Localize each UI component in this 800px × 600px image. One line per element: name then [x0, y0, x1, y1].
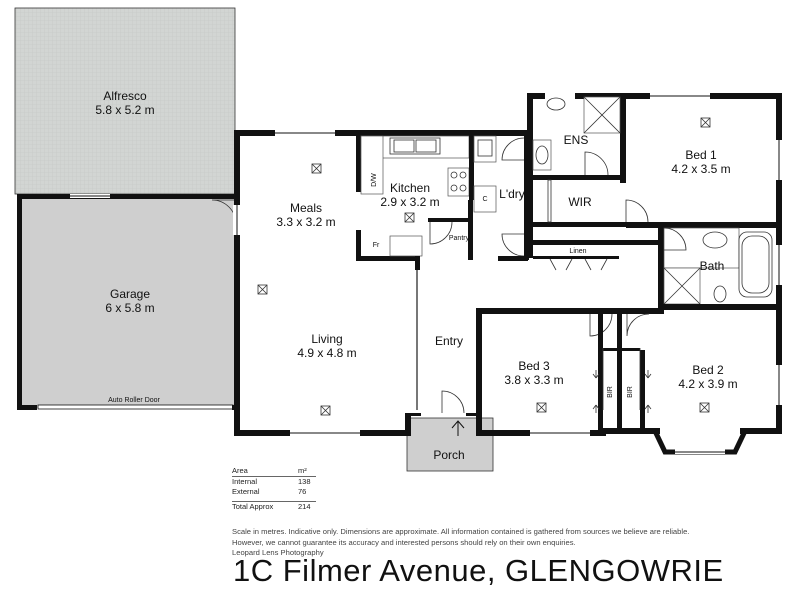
- kitchen-dims: 2.9 x 3.2 m: [380, 195, 439, 209]
- total-label: Total Approx: [232, 502, 274, 511]
- disclaimer-line-1: Scale in metres. Indicative only. Dimens…: [232, 527, 690, 536]
- internal-label: Internal: [232, 477, 258, 486]
- bir-label-left: BIR: [607, 386, 614, 398]
- linen-label: Linen: [569, 248, 586, 255]
- wir-label: WIR: [568, 195, 592, 209]
- area-row-total: Total Approx 214: [232, 501, 316, 512]
- garage-label: Garage: [110, 287, 150, 301]
- area-header-unit: m²: [298, 466, 307, 475]
- bed2-label: Bed 2: [692, 363, 724, 377]
- living-label: Living: [311, 332, 342, 346]
- interior-walls: [356, 93, 782, 433]
- internal-value: 138: [298, 477, 311, 486]
- area-header-label: Area: [232, 466, 248, 475]
- ensuite-label: ENS: [564, 133, 589, 147]
- bed1-label: Bed 1: [685, 148, 717, 162]
- external-label: External: [232, 487, 260, 496]
- laundry-label: L'dry: [499, 187, 525, 201]
- meals-label: Meals: [290, 201, 322, 215]
- alfresco-area: [14, 7, 236, 195]
- area-table: Area m² Internal 138 External 76 Total A…: [232, 466, 316, 512]
- fridge-label: Fr: [373, 242, 380, 249]
- disclaimer-line-3: Leopard Lens Photography: [232, 548, 324, 557]
- disclaimer: Scale in metres. Indicative only. Dimens…: [232, 527, 792, 559]
- bed2-dims: 4.2 x 3.9 m: [678, 377, 737, 391]
- living-dims: 4.9 x 4.8 m: [297, 346, 356, 360]
- area-row-internal: Internal 138: [232, 477, 316, 487]
- external-value: 76: [298, 487, 307, 496]
- property-address: 1C Filmer Avenue, GLENGOWRIE: [233, 553, 724, 588]
- meals-dims: 3.3 x 3.2 m: [276, 215, 335, 229]
- total-value: 214: [298, 502, 311, 511]
- dishwasher-label: D/W: [371, 173, 378, 187]
- bath-label: Bath: [700, 259, 725, 273]
- ceiling-lights: [257, 117, 711, 416]
- porch-label: Porch: [433, 448, 464, 462]
- bed3-label: Bed 3: [518, 359, 550, 373]
- garage-area: [17, 194, 238, 410]
- alfresco-dims: 5.8 x 5.2 m: [95, 103, 154, 117]
- disclaimer-line-2: However, we cannot guarantee its accurac…: [232, 537, 576, 547]
- room-labels: Alfresco 5.8 x 5.2 m Garage 6 x 5.8 m Au…: [95, 89, 737, 462]
- auto-roller-door-label: Auto Roller Door: [108, 397, 160, 404]
- pantry-label: Pantry: [449, 235, 470, 242]
- area-row-external: External 76: [232, 487, 316, 497]
- alfresco-label: Alfresco: [103, 89, 147, 103]
- area-table-header: Area m²: [232, 466, 316, 477]
- garage-dims: 6 x 5.8 m: [105, 301, 154, 315]
- cupboard-label: C: [482, 196, 487, 203]
- bed3-dims: 3.8 x 3.3 m: [504, 373, 563, 387]
- bed1-dims: 4.2 x 3.5 m: [671, 162, 730, 176]
- house-walls: [233, 93, 782, 455]
- entry-label: Entry: [435, 334, 463, 348]
- bir-label-right: BIR: [627, 386, 634, 398]
- kitchen-label: Kitchen: [390, 181, 430, 195]
